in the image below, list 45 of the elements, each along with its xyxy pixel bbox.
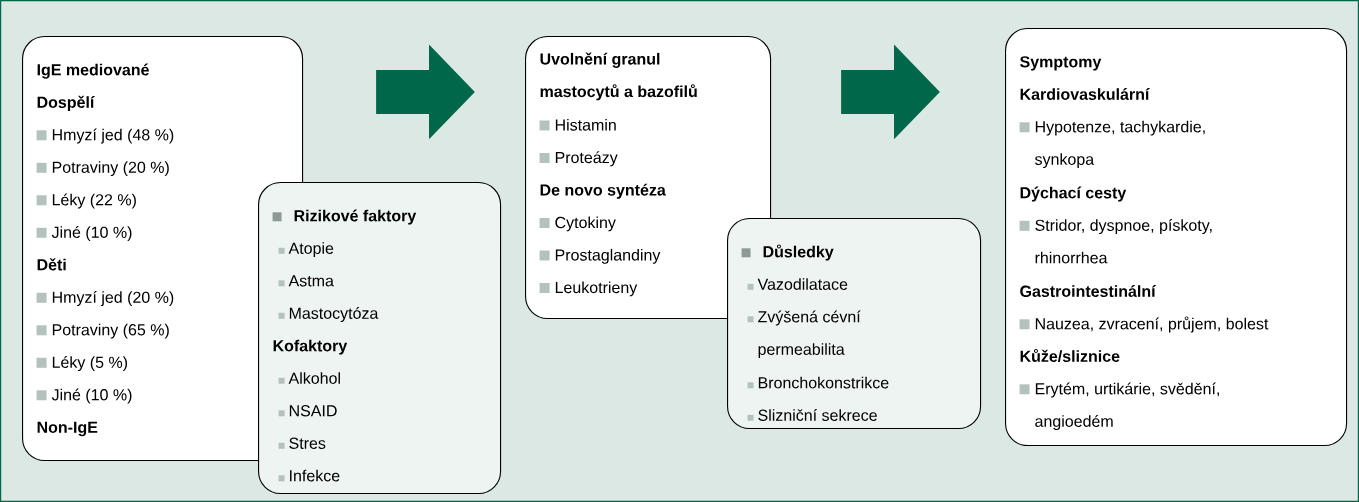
list-item: Cytokiny bbox=[539, 216, 616, 232]
text-box bbox=[258, 182, 502, 495]
heading: Rizikové faktory bbox=[272, 209, 417, 225]
list-item: Hypotenze, tachykardie, synkopa bbox=[1019, 120, 1205, 169]
heading: Dospělí bbox=[37, 95, 95, 112]
list-item: Slizniční sekrece bbox=[747, 409, 877, 421]
list-item: Alkohol bbox=[278, 372, 340, 384]
list-item: Nauzea, zvracení, průjem, bolest bbox=[1019, 316, 1269, 333]
list-item: Bronchokonstrikce bbox=[747, 376, 889, 389]
text-box bbox=[727, 218, 982, 430]
list-item: Atopie bbox=[278, 242, 334, 258]
list-item: Jiné (10 %) bbox=[36, 226, 132, 242]
text-box bbox=[1005, 28, 1348, 447]
list-item: Leukotrieny bbox=[539, 281, 638, 297]
list-item: Stres bbox=[278, 437, 326, 449]
list-item: Hmyzí jed (20 %) bbox=[36, 291, 174, 307]
list-item: NSAID bbox=[278, 405, 337, 417]
list-item: Histamin bbox=[539, 118, 616, 131]
heading: Kardiovaskulární bbox=[1020, 88, 1150, 100]
list-item: Stridor, dyspnoe, pískoty, rhinorrhea bbox=[1019, 219, 1212, 264]
list-item: Astma bbox=[278, 275, 334, 287]
list-item: Hmyzí jed (48 %) bbox=[36, 128, 174, 144]
list-item: Vazodilatace bbox=[747, 278, 848, 290]
heading: IgE mediované bbox=[37, 63, 149, 79]
heading: Děti bbox=[37, 258, 66, 271]
heading: Kofaktory bbox=[273, 339, 348, 355]
list-item: Potraviny (65 %) bbox=[36, 323, 169, 339]
list-item: Potraviny (20 %) bbox=[36, 161, 169, 177]
heading: Non-IgE bbox=[37, 421, 98, 437]
heading: Důsledky bbox=[741, 244, 834, 261]
heading: Symptomy bbox=[1020, 56, 1102, 71]
list-item: Infekce bbox=[278, 469, 340, 482]
heading: De novo syntéza bbox=[540, 183, 666, 199]
list-item: Léky (22 %) bbox=[36, 193, 136, 209]
list-item: Mastocytóza bbox=[278, 307, 379, 323]
list-item: Proteázy bbox=[539, 151, 618, 167]
heading: Dýchací cesty bbox=[1020, 186, 1127, 202]
list-item: Zvýšená cévní permeabilita bbox=[747, 310, 861, 359]
heading: Gastrointestinální bbox=[1020, 285, 1156, 297]
list-item: Léky (5 %) bbox=[36, 356, 127, 372]
heading: Uvolnění granul mastocytů a bazofilů bbox=[540, 52, 697, 101]
list-item: Prostaglandiny bbox=[539, 248, 661, 264]
heading: Kůže/sliznice bbox=[1020, 348, 1120, 363]
list-item: Jiné (10 %) bbox=[36, 388, 132, 404]
list-item: Erytém, urtikárie, svědění, angioedém bbox=[1019, 382, 1219, 431]
